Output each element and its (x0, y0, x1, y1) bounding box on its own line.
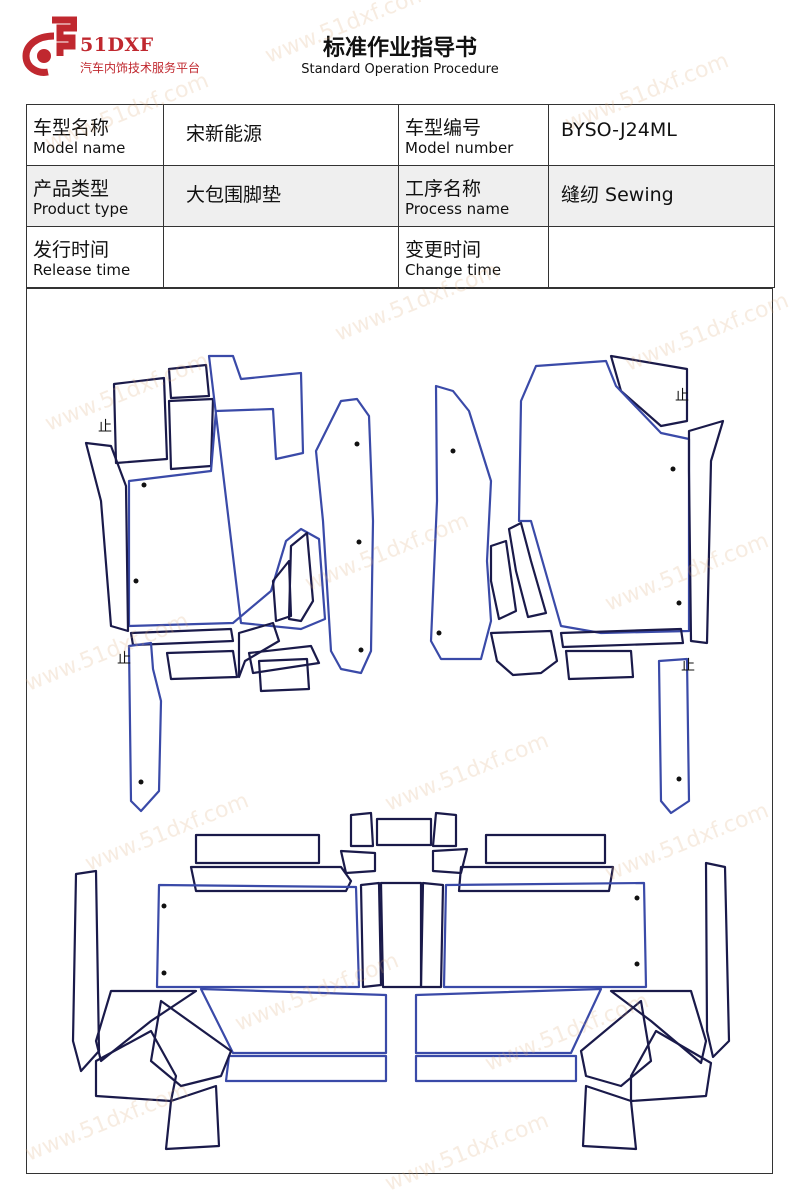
release-time-label-en: Release time (33, 261, 131, 279)
product-type-label-en: Product type (33, 200, 129, 218)
change-time-label-cn: 变更时间 (405, 239, 482, 261)
model-name-label-cn: 车型名称 (33, 117, 110, 139)
release-time-text (164, 227, 398, 241)
front-right-mat-pieces (429, 354, 725, 815)
model-number-value: BYSO-J24ML (548, 104, 775, 166)
pattern-drawing-area: 止 止 止 止 (26, 288, 773, 1174)
release-time-label: 发行时间 Release time (26, 226, 164, 288)
51dxf-logo-icon (22, 16, 77, 76)
process-name-value: 缝纫 Sewing (548, 165, 775, 227)
info-row-product: 产品类型 Product type 大包围脚垫 工序名称 Process nam… (26, 165, 775, 227)
info-row-model: 车型名称 Model name 宋新能源 车型编号 Model number B… (26, 104, 775, 166)
model-number-text: BYSO-J24ML (561, 119, 677, 141)
drill-hole-markers (133, 441, 682, 976)
brand-name: 51DXF (80, 34, 154, 56)
process-name-label: 工序名称 Process name (398, 165, 549, 227)
stop-mark: 止 (681, 658, 695, 674)
model-number-label-cn: 车型编号 (405, 117, 482, 139)
page-subtitle: Standard Operation Procedure (301, 62, 499, 77)
process-name-label-cn: 工序名称 (405, 178, 482, 200)
model-name-label: 车型名称 Model name (26, 104, 164, 166)
model-number-label: 车型编号 Model number (398, 104, 549, 166)
change-time-text (549, 227, 774, 241)
model-name-label-en: Model name (33, 139, 126, 157)
info-table: 车型名称 Model name 宋新能源 车型编号 Model number B… (26, 104, 775, 288)
product-type-label: 产品类型 Product type (26, 165, 164, 227)
page-header: 51DXF 汽车内饰技术服务平台 标准作业指导书 Standard Operat… (0, 0, 800, 100)
change-time-value (548, 226, 775, 288)
stop-mark: 止 (675, 388, 689, 404)
rear-mat-pieces (71, 811, 731, 1151)
model-name-value: 宋新能源 (163, 104, 399, 166)
process-name-text: 缝纫 Sewing (561, 184, 674, 206)
release-time-value (163, 226, 399, 288)
stop-mark: 止 (117, 651, 131, 667)
floor-mat-pattern-drawing (71, 354, 731, 1151)
product-type-text: 大包围脚垫 (186, 184, 282, 206)
change-time-label-en: Change time (405, 261, 502, 279)
process-name-label-en: Process name (405, 200, 510, 218)
brand-tagline: 汽车内饰技术服务平台 (80, 61, 201, 75)
release-time-label-cn: 发行时间 (33, 239, 110, 261)
info-row-time: 发行时间 Release time 变更时间 Change time (26, 226, 775, 288)
page-title: 标准作业指导书 (322, 36, 477, 61)
model-name-text: 宋新能源 (186, 123, 263, 145)
front-left-mat-pieces (84, 354, 375, 813)
product-type-label-cn: 产品类型 (33, 178, 110, 200)
change-time-label: 变更时间 Change time (398, 226, 549, 288)
stop-mark: 止 (98, 419, 112, 435)
model-number-label-en: Model number (405, 139, 514, 157)
product-type-value: 大包围脚垫 (163, 165, 399, 227)
